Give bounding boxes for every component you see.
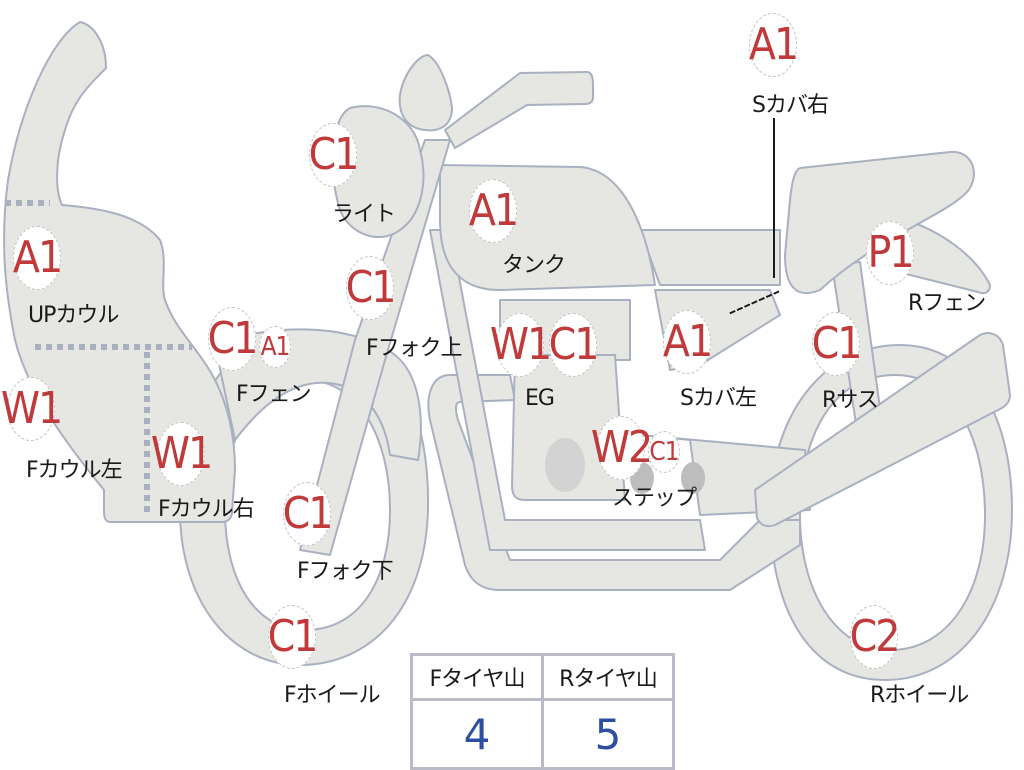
part-label-front-cowl-right: Fカウル右	[158, 497, 255, 522]
grade-badge-tank: A1	[469, 179, 519, 243]
tire-tread-table: Fタイヤ山 Rタイヤ山 4 5	[410, 653, 675, 770]
engine-cover	[545, 438, 585, 492]
grade-badge-step-1: W2	[591, 416, 653, 480]
grade-badge-front-cowl-right: W1	[151, 422, 213, 486]
part-label-front-wheel: Fホイール	[284, 683, 381, 708]
grade-badge-light: C1	[309, 123, 359, 187]
grade-badge-front-fork-upper: C1	[346, 256, 396, 320]
seat-shape	[784, 150, 975, 295]
leader-line-s-cover-right	[773, 118, 775, 278]
tire-table-value-row: 4 5	[410, 698, 675, 770]
part-label-rear-fender: Rフェン	[908, 291, 986, 316]
part-label-front-fender: Fフェン	[236, 382, 312, 407]
part-label-upper-cowl: UPカウル	[28, 303, 119, 328]
part-label-engine: EG	[525, 386, 555, 411]
part-label-tank: タンク	[502, 253, 566, 278]
tire-table-header-row: Fタイヤ山 Rタイヤ山	[410, 653, 675, 701]
grade-badge-front-wheel: C1	[268, 605, 318, 669]
part-label-step: ステップ	[612, 486, 697, 511]
grade-badge-engine-1: W1	[490, 313, 552, 377]
rear-tire-tread-header: Rタイヤ山	[541, 653, 675, 701]
grade-badge-front-cowl-left: W1	[1, 377, 63, 441]
grade-badge-front-fender-1: C1	[208, 307, 258, 371]
rear-frame-shape	[639, 229, 781, 286]
front-tire-tread-value: 4	[410, 698, 544, 770]
grade-badge-rear-fender: P1	[866, 221, 915, 285]
part-label-light: ライト	[332, 202, 396, 227]
part-label-front-fork-upper: Fフォク上	[366, 336, 463, 361]
part-label-front-fork-lower: Fフォク下	[297, 559, 394, 584]
swingarm-shape	[754, 332, 1011, 528]
grade-badge-engine-2: C1	[549, 313, 599, 377]
mirror-shape	[398, 54, 453, 132]
rear-tire-tread-value: 5	[541, 698, 675, 770]
grade-badge-upper-cowl: A1	[13, 226, 63, 290]
part-label-rear-suspension: Rサス	[822, 388, 879, 413]
grade-badge-step-2: C1	[648, 431, 680, 473]
front-tire-tread-header: Fタイヤ山	[410, 653, 544, 701]
grade-badge-s-cover-right: A1	[749, 13, 799, 77]
grade-badge-front-fork-lower: C1	[283, 482, 333, 546]
part-label-s-cover-left: Sカバ左	[680, 386, 757, 411]
cowl-shape	[3, 21, 236, 523]
step-peg-right	[681, 462, 705, 494]
handlebar-shape	[444, 71, 594, 149]
part-label-s-cover-right: Sカバ右	[752, 93, 829, 118]
grade-badge-front-fender-2: A1	[259, 326, 291, 368]
part-label-rear-wheel: Rホイール	[870, 683, 969, 708]
part-label-front-cowl-left: Fカウル左	[26, 458, 123, 483]
grade-badge-s-cover-left: A1	[663, 310, 713, 374]
grade-badge-rear-suspension: C1	[812, 312, 862, 376]
engine-block-shape	[511, 354, 626, 501]
grade-badge-rear-wheel: C2	[850, 605, 900, 669]
